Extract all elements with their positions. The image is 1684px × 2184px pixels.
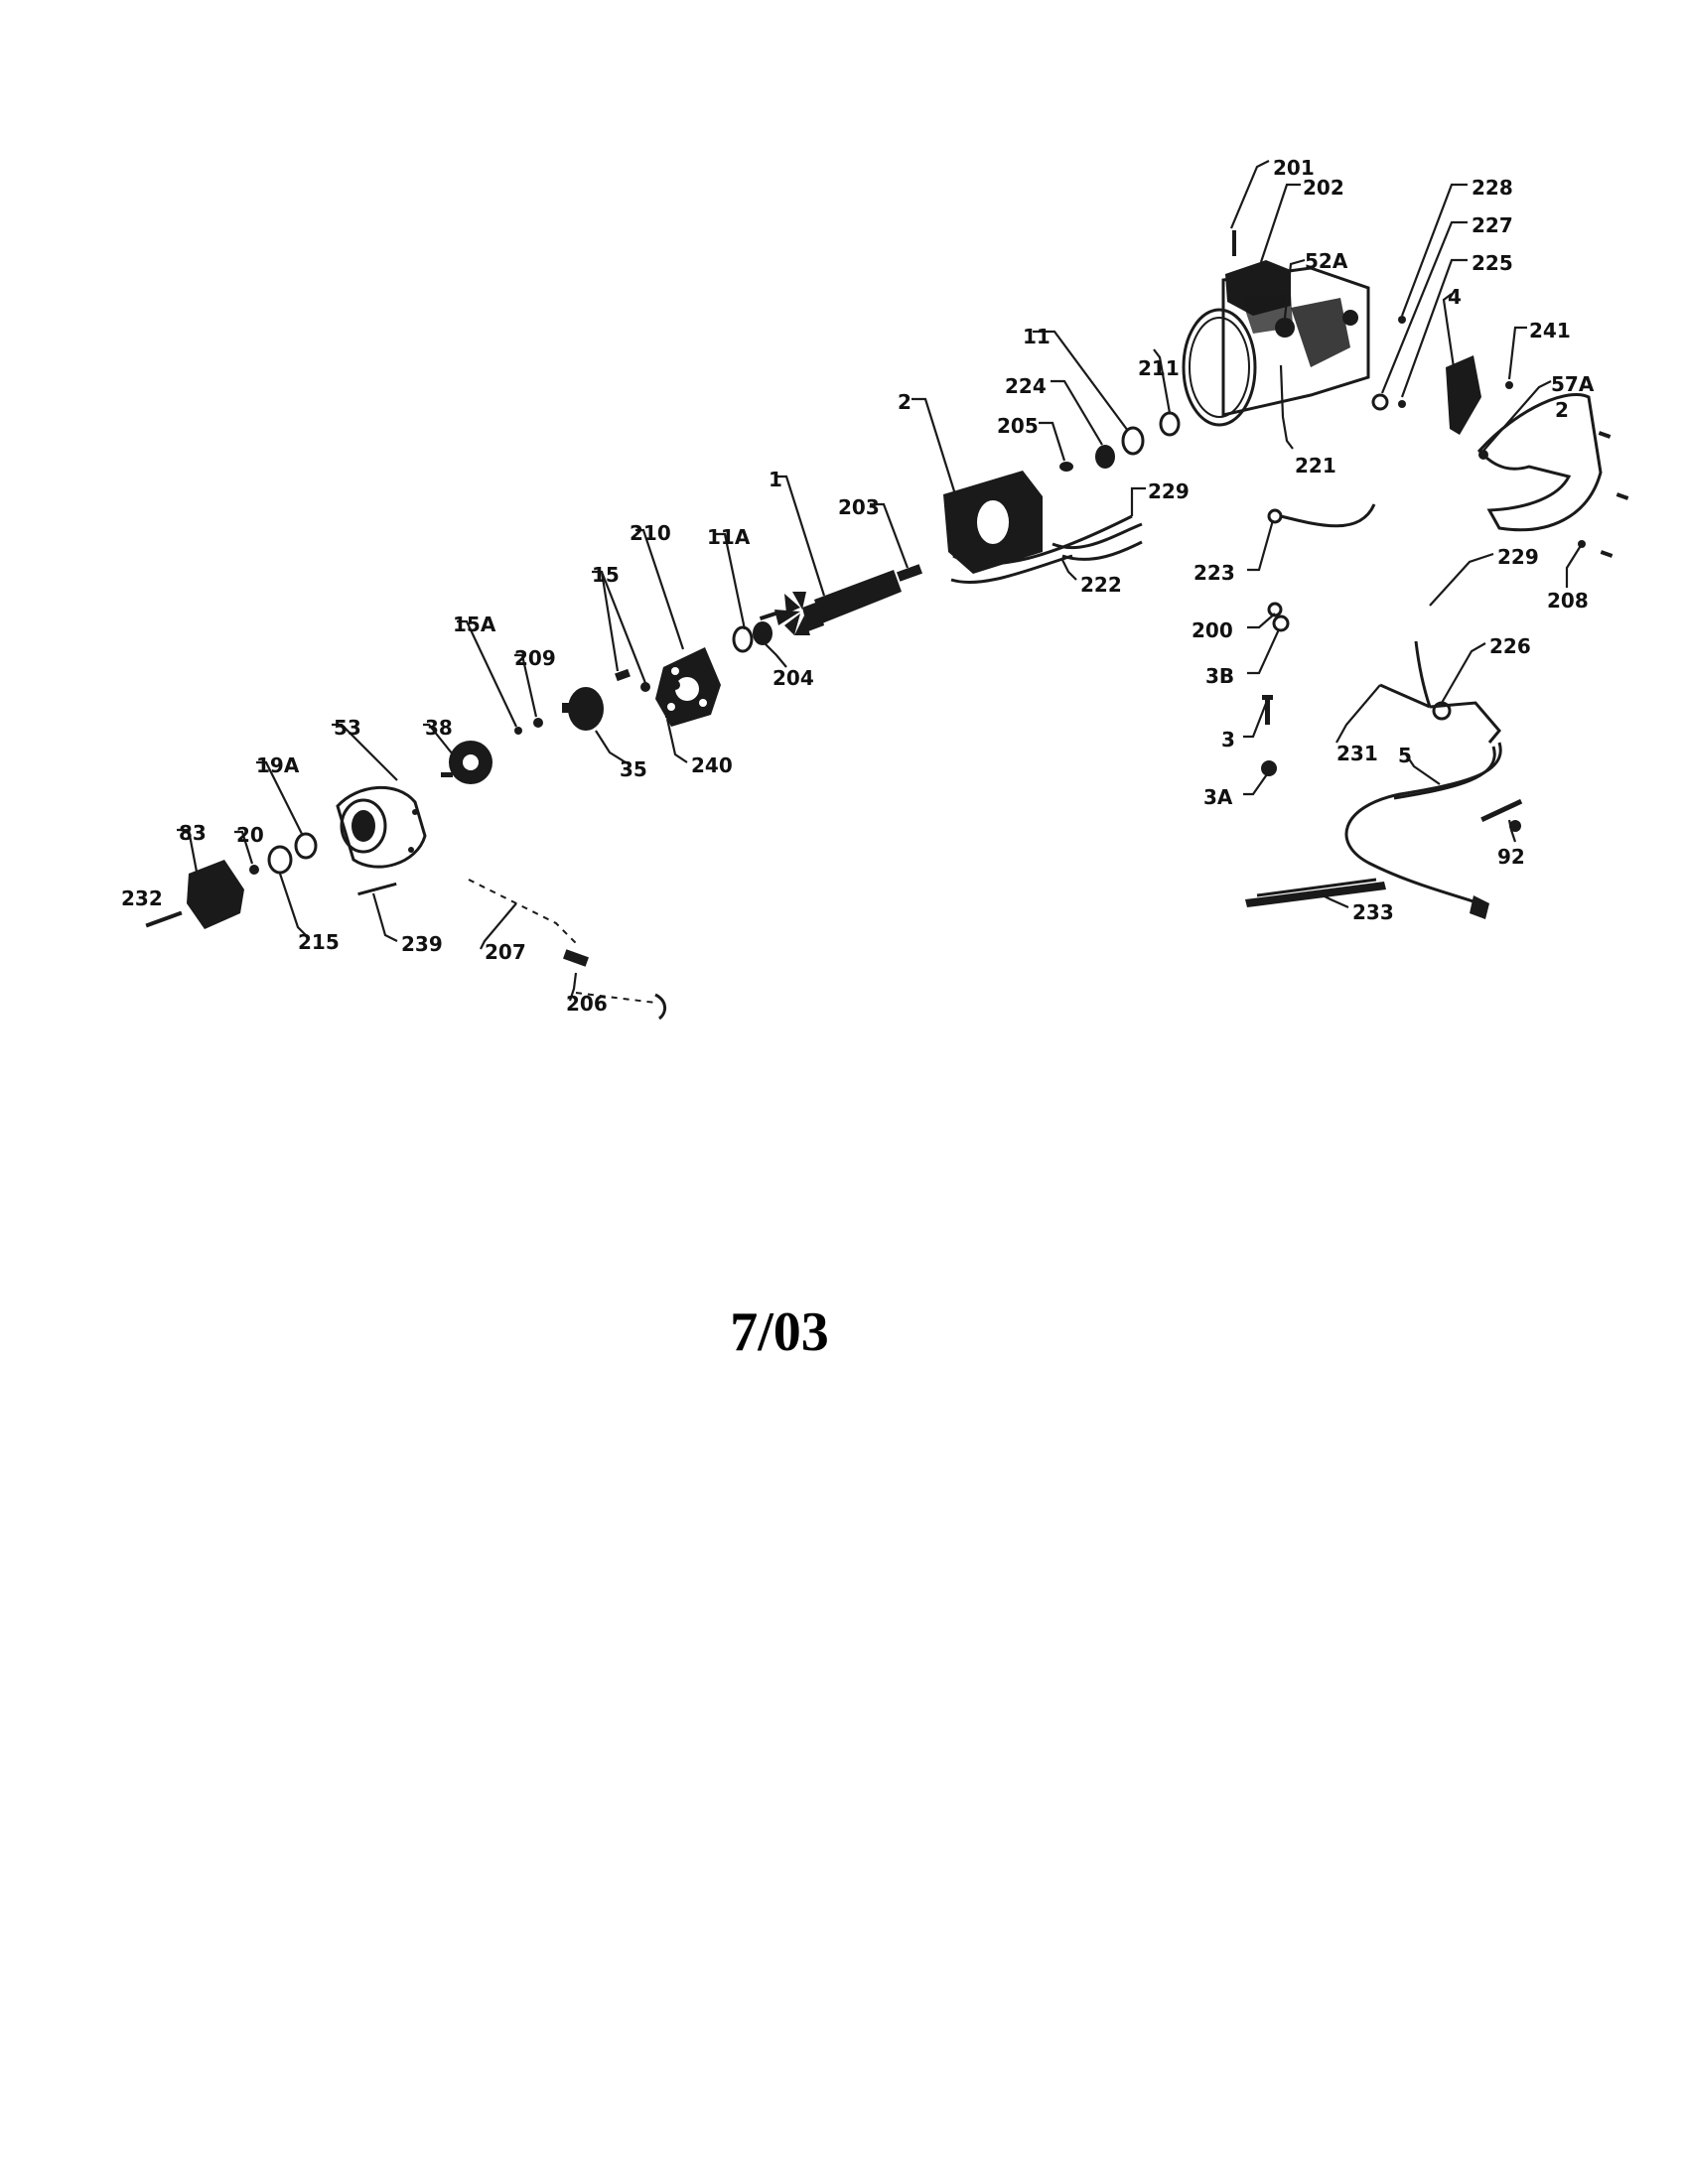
callout-206: 206 bbox=[566, 992, 608, 1016]
part-1-armature bbox=[759, 570, 902, 635]
callout-38: 38 bbox=[425, 716, 453, 740]
part-35-gear bbox=[562, 687, 604, 731]
part-207-206-side-handle bbox=[468, 879, 666, 1021]
callout-209: 209 bbox=[514, 646, 556, 670]
callout-231: 231 bbox=[1336, 742, 1378, 765]
part-3A bbox=[1261, 760, 1277, 776]
part-19A bbox=[294, 832, 318, 860]
callout-222: 222 bbox=[1080, 573, 1122, 597]
callout-15: 15 bbox=[592, 563, 620, 587]
part-38-gear bbox=[441, 741, 492, 784]
callout-229-right: 229 bbox=[1497, 545, 1539, 569]
callout-labels: 201 202 52A 228 227 225 4 241 57A 2 208 … bbox=[121, 156, 1595, 1016]
part-240 bbox=[665, 715, 675, 718]
callout-57A: 57A bbox=[1551, 372, 1595, 396]
part-83-chuck bbox=[187, 860, 244, 929]
page-date: 7/03 bbox=[730, 1301, 829, 1363]
part-222-wire bbox=[950, 554, 1073, 585]
callout-202: 202 bbox=[1303, 176, 1344, 200]
callout-92: 92 bbox=[1497, 845, 1525, 869]
part-233-bit bbox=[1245, 878, 1386, 907]
part-5-cord bbox=[1344, 742, 1502, 919]
callout-241: 241 bbox=[1529, 319, 1571, 342]
part-52A bbox=[1275, 318, 1295, 338]
part-11-bearing bbox=[1121, 426, 1145, 456]
part-2-field-assembly bbox=[943, 471, 1133, 574]
callout-4: 4 bbox=[1448, 285, 1462, 309]
part-223-wire bbox=[1267, 503, 1376, 528]
part-232-screw bbox=[145, 910, 183, 928]
part-11A-bearing bbox=[732, 625, 754, 653]
part-92-clamp bbox=[1480, 798, 1523, 832]
callout-204: 204 bbox=[772, 666, 814, 690]
part-15 bbox=[615, 668, 650, 692]
callout-226: 226 bbox=[1489, 634, 1531, 658]
callout-52A: 52A bbox=[1305, 249, 1348, 273]
callout-240: 240 bbox=[691, 753, 733, 777]
part-211-ring bbox=[1159, 411, 1181, 437]
leader-lines bbox=[177, 160, 1583, 1002]
part-53-gear-case bbox=[336, 786, 427, 869]
part-201-screw bbox=[1232, 230, 1236, 256]
part-224-washer bbox=[1095, 445, 1115, 469]
part-203 bbox=[897, 564, 922, 582]
part-210-end-plate bbox=[655, 647, 721, 727]
part-209 bbox=[533, 718, 543, 728]
callout-205: 205 bbox=[997, 414, 1039, 438]
callout-232: 232 bbox=[121, 887, 163, 910]
callout-229-upper: 229 bbox=[1148, 479, 1190, 503]
callout-53: 53 bbox=[334, 716, 361, 740]
part-231-wire bbox=[1379, 683, 1431, 709]
callout-3: 3 bbox=[1221, 728, 1235, 751]
callout-201: 201 bbox=[1273, 156, 1315, 180]
part-205 bbox=[1059, 462, 1073, 472]
callout-2-field: 2 bbox=[898, 390, 912, 414]
part-239-pin bbox=[357, 882, 397, 896]
callout-11A: 11A bbox=[707, 525, 751, 549]
part-4-switch bbox=[1446, 355, 1481, 435]
part-228-screw bbox=[1398, 316, 1406, 324]
callout-203: 203 bbox=[838, 495, 880, 519]
part-200 bbox=[1267, 602, 1283, 617]
callout-239: 239 bbox=[401, 932, 443, 956]
callout-210: 210 bbox=[630, 521, 671, 545]
callout-207: 207 bbox=[485, 940, 526, 964]
callout-11: 11 bbox=[1023, 325, 1051, 348]
part-226-cord-protector bbox=[1414, 640, 1501, 744]
callout-228: 228 bbox=[1472, 176, 1513, 200]
callout-221: 221 bbox=[1295, 454, 1336, 478]
callout-211: 211 bbox=[1138, 356, 1180, 380]
part-215-ring bbox=[267, 845, 293, 875]
part-3B bbox=[1272, 614, 1290, 632]
part-15A bbox=[514, 727, 522, 735]
callout-3B: 3B bbox=[1205, 664, 1234, 688]
callout-215: 215 bbox=[298, 930, 340, 954]
callout-200: 200 bbox=[1192, 618, 1233, 642]
callout-15A: 15A bbox=[453, 613, 496, 636]
callout-208: 208 bbox=[1547, 589, 1589, 613]
part-227-washer bbox=[1371, 393, 1389, 411]
callout-225: 225 bbox=[1472, 251, 1513, 275]
part-57A-rear-cover bbox=[1476, 392, 1603, 532]
part-204-bearing bbox=[753, 621, 772, 645]
callout-19A: 19A bbox=[256, 753, 300, 777]
callout-3A: 3A bbox=[1203, 785, 1233, 809]
callout-233: 233 bbox=[1352, 900, 1394, 924]
callout-227: 227 bbox=[1472, 213, 1513, 237]
part-20 bbox=[249, 865, 259, 875]
exploded-parts-diagram: 201 202 52A 228 227 225 4 241 57A 2 208 … bbox=[121, 156, 1629, 1021]
part-3 bbox=[1262, 695, 1273, 725]
callout-83: 83 bbox=[179, 821, 207, 845]
callout-1: 1 bbox=[769, 468, 782, 491]
part-241-screw bbox=[1505, 381, 1513, 389]
part-208-screws bbox=[1578, 431, 1629, 558]
callout-5: 5 bbox=[1398, 744, 1412, 767]
callout-35: 35 bbox=[620, 757, 647, 781]
part-229-wire-upper bbox=[1052, 522, 1143, 561]
callout-20: 20 bbox=[236, 823, 264, 847]
callout-224: 224 bbox=[1005, 374, 1047, 398]
callout-2-rear: 2 bbox=[1555, 398, 1569, 422]
part-225-screw bbox=[1398, 400, 1406, 408]
callout-223: 223 bbox=[1193, 561, 1235, 585]
